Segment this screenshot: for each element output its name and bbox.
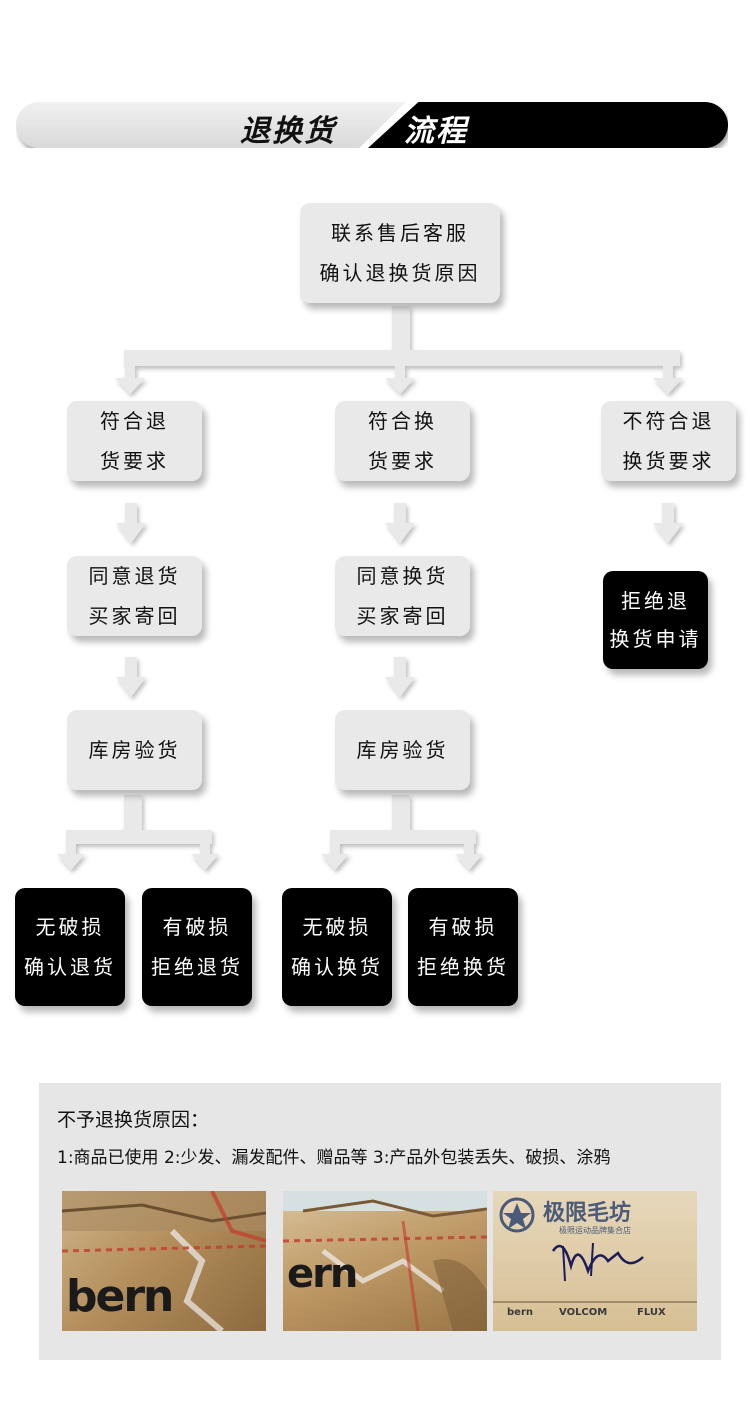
title-banner-left (16, 102, 406, 148)
exchange-bad-line2: 拒绝换货 (417, 955, 509, 979)
return-step2-box: 同意退货 买家寄回 (67, 556, 202, 636)
return-bad-box: 有破损 拒绝退货 (142, 888, 252, 1006)
photo2-brand: ern (287, 1251, 358, 1297)
return-step2-line1: 同意退货 (88, 564, 181, 588)
branch-return-line1: 符合退 (100, 409, 169, 433)
branch-exchange-box: 符合换 货要求 (335, 401, 470, 481)
exchange-bad-line1: 有破损 (428, 915, 498, 939)
reject-result-box: 拒绝退 换货申请 (603, 571, 708, 669)
photo3-subtitle: 极限运动品牌集合店 (559, 1226, 631, 1235)
non-return-reasons-panel: 不予退换货原因： 1:商品已使用 2:少发、漏发配件、赠品等 3:产品外包装丢失… (39, 1083, 721, 1360)
flow-start-line2: 确认退换货原因 (319, 261, 481, 285)
reasons-list: 1:商品已使用 2:少发、漏发配件、赠品等 3:产品外包装丢失、破损、涂鸦 (57, 1148, 611, 1168)
branch-reject-line2: 换货要求 (622, 449, 715, 473)
branch-exchange-line1: 符合换 (368, 409, 437, 433)
title-banner-right (368, 102, 728, 148)
damaged-box-photo-1: bern (62, 1191, 266, 1331)
exchange-inspect-box: 库房验货 (335, 710, 470, 790)
damaged-box-photo-2: ern (283, 1191, 487, 1331)
return-ok-line2: 确认退货 (24, 955, 116, 979)
exchange-ok-line1: 无破损 (302, 915, 372, 939)
exchange-step2-line1: 同意换货 (356, 564, 449, 588)
exchange-bad-box: 有破损 拒绝换货 (408, 888, 518, 1006)
photo3-logo-bern: bern (507, 1307, 533, 1318)
title-banner: 退换货 流程 (16, 102, 728, 154)
flow-start-box: 联系售后客服 确认退换货原因 (300, 203, 500, 303)
reasons-title: 不予退换货原因： (57, 1109, 210, 1131)
exchange-step2-line2: 买家寄回 (356, 604, 449, 628)
return-bad-line2: 拒绝退货 (151, 955, 243, 979)
exchange-ok-line2: 确认换货 (291, 955, 383, 979)
damaged-box-illustration-1 (62, 1191, 266, 1331)
return-inspect-box: 库房验货 (67, 710, 202, 790)
branch-exchange-line2: 货要求 (368, 449, 437, 473)
photo3-logo-volcom: VOLCOM (559, 1307, 608, 1318)
title-right-text: 流程 (404, 114, 468, 149)
return-ok-line1: 无破损 (35, 915, 105, 939)
photo1-brand: bern (66, 1271, 174, 1322)
branch-return-box: 符合退 货要求 (67, 401, 202, 481)
photo3-brand: 极限毛坊 (543, 1201, 632, 1226)
branch-reject-line1: 不符合退 (622, 409, 715, 433)
return-step2-line2: 买家寄回 (88, 604, 181, 628)
exchange-step2-box: 同意换货 买家寄回 (335, 556, 470, 636)
exchange-ok-box: 无破损 确认换货 (282, 888, 392, 1006)
graffiti-box-illustration (493, 1197, 697, 1303)
flow-start-line1: 联系售后客服 (331, 221, 469, 245)
reject-result-line1: 拒绝退 (621, 589, 690, 613)
damaged-box-illustration-2 (283, 1191, 487, 1331)
return-ok-box: 无破损 确认退货 (15, 888, 125, 1006)
graffiti-box-photo: 极限毛坊 极限运动品牌集合店 bern VOLCOM FLUX (493, 1191, 697, 1331)
return-bad-line1: 有破损 (162, 915, 232, 939)
branch-return-line2: 货要求 (100, 449, 169, 473)
exchange-inspect-label: 库房验货 (356, 738, 449, 762)
title-left-text: 退换货 (240, 114, 336, 149)
branch-reject-box: 不符合退 换货要求 (601, 401, 736, 481)
return-inspect-label: 库房验货 (88, 738, 181, 762)
reject-result-line2: 换货申请 (609, 627, 702, 651)
photo3-logo-flux: FLUX (637, 1307, 666, 1318)
